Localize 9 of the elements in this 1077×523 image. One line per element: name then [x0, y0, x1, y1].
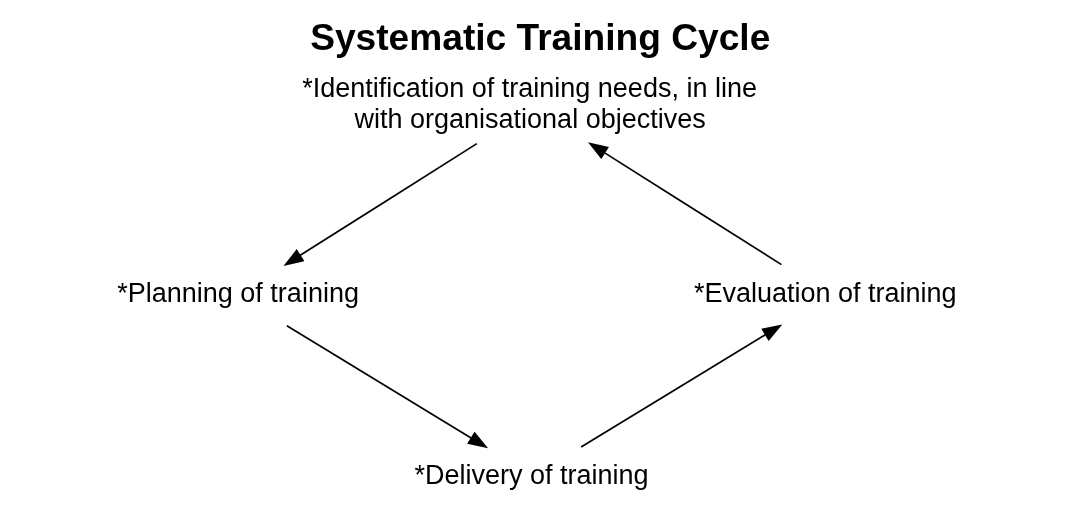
arrow: [587, 142, 782, 266]
arrow: [282, 142, 478, 266]
node-text: *Evaluation of training: [693, 277, 957, 308]
node-text: *Planning of training: [116, 277, 359, 308]
diagram-title: Systematic Training Cycle: [309, 15, 770, 58]
arrow: [285, 324, 488, 449]
node-text: *Delivery of training: [413, 460, 649, 491]
arrow: [579, 324, 782, 448]
node-text: *Identification of training needs, in line with organisational objectives: [301, 73, 757, 134]
